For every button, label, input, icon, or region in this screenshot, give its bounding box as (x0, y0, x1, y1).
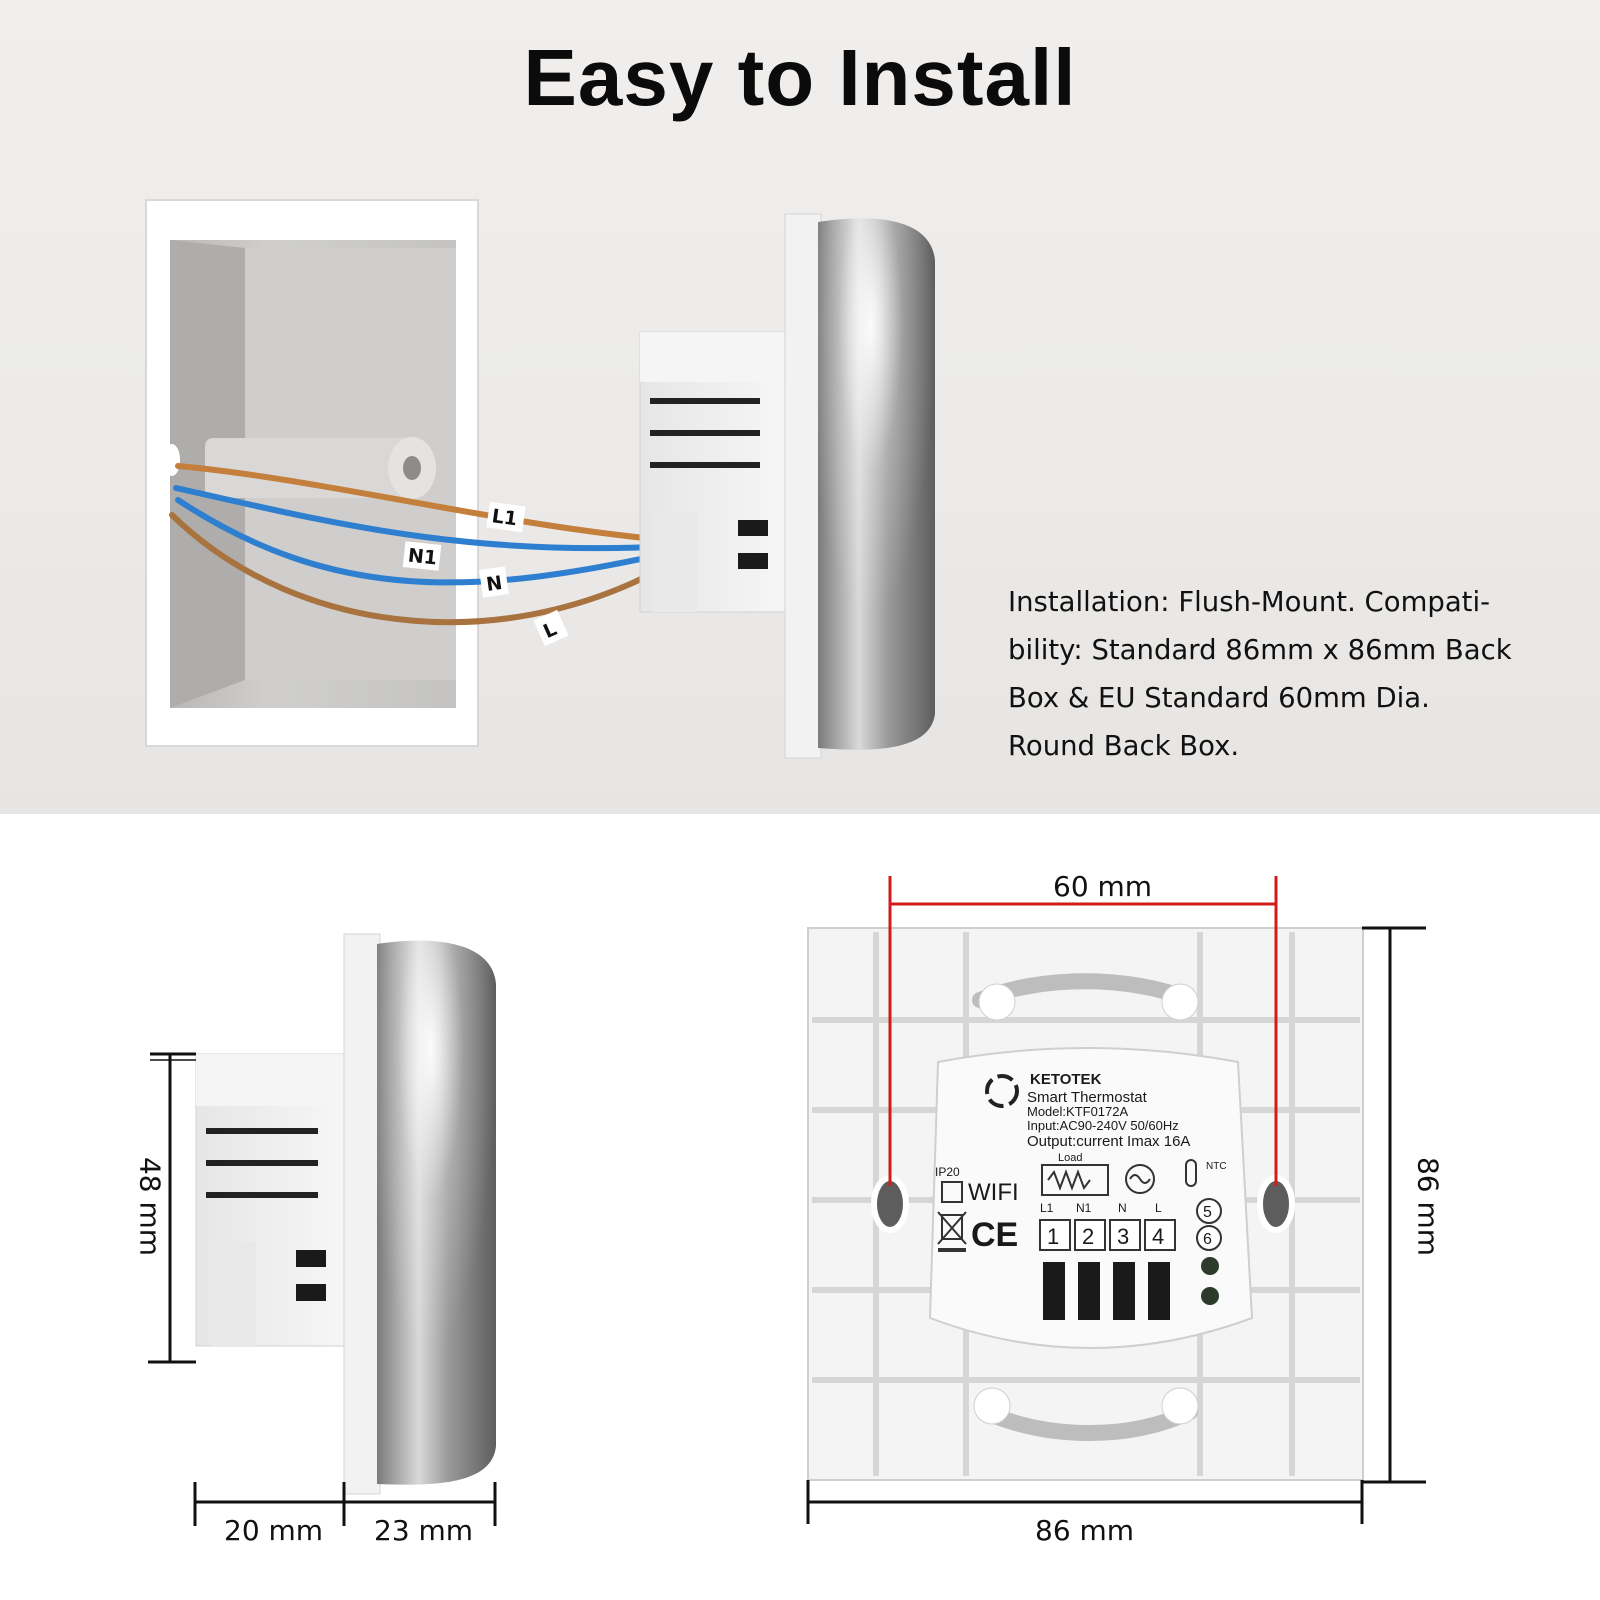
dimension-lines-side (148, 1052, 497, 1526)
dimension-lines-hole-spacing (888, 876, 1278, 1186)
thermostat-back-plate (807, 927, 1364, 1481)
svg-text:WIFI: WIFI (968, 1179, 1019, 1206)
svg-text:4: 4 (1152, 1224, 1164, 1249)
wire-tag-n1: N1 (402, 541, 442, 571)
svg-text:5: 5 (1203, 1204, 1212, 1221)
installation-description: Installation: Flush-Mount. Compati- bili… (1008, 586, 1512, 762)
dimension-lines-plate (806, 926, 1426, 1524)
svg-text:Load: Load (1058, 1152, 1082, 1164)
svg-text:6: 6 (1203, 1231, 1212, 1248)
svg-text:N: N (1118, 1201, 1127, 1215)
dimension-label-plate-width: 86 mm (1035, 1514, 1135, 1547)
svg-text:L: L (1155, 1201, 1162, 1215)
svg-text:L1: L1 (490, 505, 518, 530)
thermostat-side-view-top (639, 213, 935, 759)
svg-text:2: 2 (1082, 1224, 1094, 1249)
dimension-label-hole-spacing: 60 mm (1053, 870, 1153, 903)
dimension-label-side-height: 48 mm (133, 1156, 167, 1257)
wires (169, 463, 693, 626)
svg-text:N1: N1 (407, 545, 438, 570)
wire-tag-n: N (479, 566, 509, 598)
svg-text:IP20: IP20 (935, 1165, 960, 1179)
svg-text:Output:current Imax 16A: Output:current Imax 16A (1027, 1133, 1190, 1150)
dimension-label-depth-body: 20 mm (224, 1514, 324, 1547)
svg-text:KETOTEK: KETOTEK (1030, 1071, 1102, 1088)
svg-text:3: 3 (1117, 1224, 1129, 1249)
svg-text:N1: N1 (1076, 1201, 1092, 1215)
svg-text:Model:KTF0172A: Model:KTF0172A (1027, 1104, 1128, 1119)
svg-text:L1: L1 (1040, 1201, 1054, 1215)
wall-back-box (145, 199, 479, 747)
thermostat-side-view-bottom (195, 933, 496, 1495)
svg-text:Smart Thermostat: Smart Thermostat (1027, 1089, 1148, 1106)
headline: Easy to Install (523, 33, 1077, 122)
wire-tag-l1: L1 (486, 501, 526, 533)
svg-text:NTC: NTC (1206, 1161, 1227, 1172)
svg-text:N: N (485, 572, 504, 596)
svg-text:Input:AC90-240V 50/60Hz: Input:AC90-240V 50/60Hz (1027, 1118, 1179, 1133)
dimension-label-plate-height: 86 mm (1411, 1156, 1445, 1257)
wire-tag-l: L (533, 609, 569, 647)
dimension-label-depth-face: 23 mm (374, 1514, 474, 1547)
svg-text:1: 1 (1047, 1224, 1059, 1249)
svg-text:CE: CE (971, 1216, 1018, 1254)
device-label-text: KETOTEK Smart Thermostat Model:KTF0172A … (935, 1071, 1227, 1254)
